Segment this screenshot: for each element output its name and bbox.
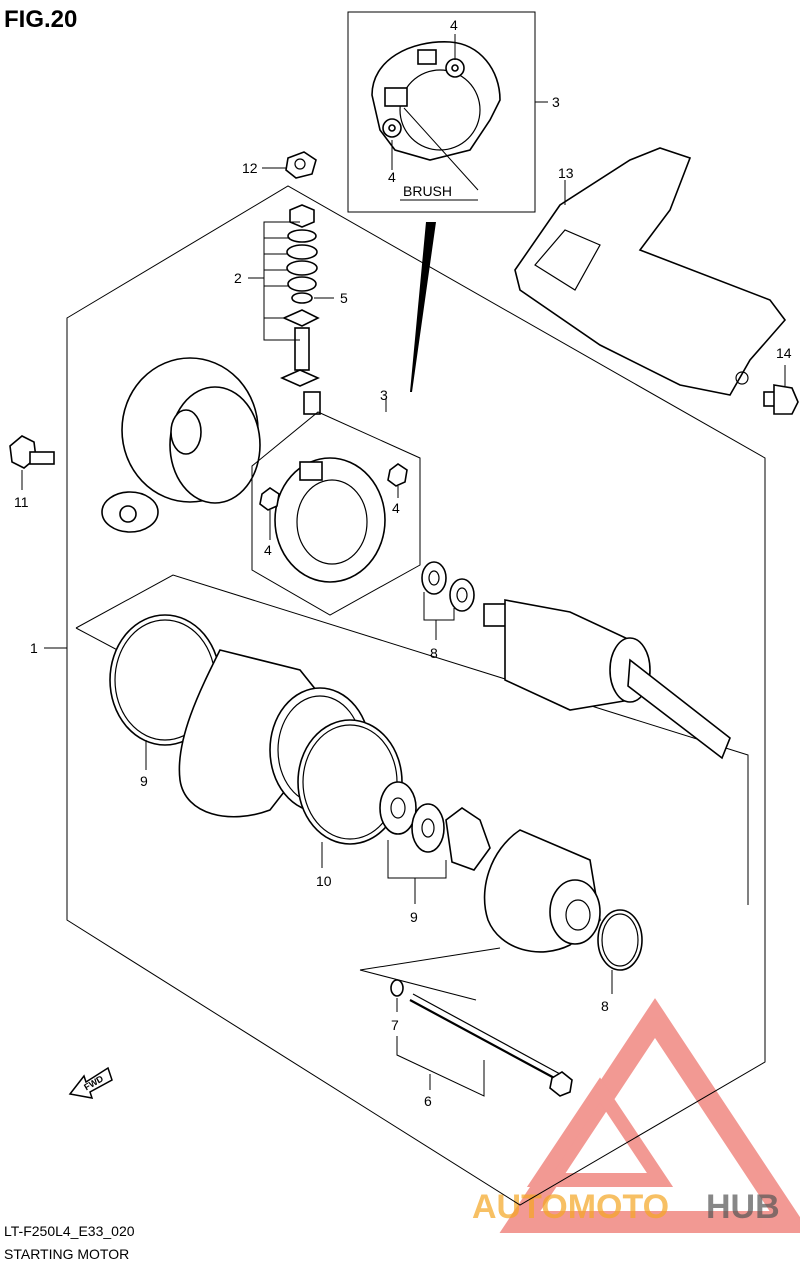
part-3-brush-holder	[274, 457, 386, 583]
callout-11: 11	[14, 494, 29, 510]
watermark-logo	[499, 998, 800, 1233]
callout-3-inset: 3	[552, 94, 560, 110]
figure-code: LT-F250L4_E33_020	[4, 1223, 135, 1239]
figure-name: STARTING MOTOR	[4, 1246, 130, 1262]
callout-3-main: 3	[380, 387, 388, 403]
callout-5: 5	[340, 290, 348, 306]
brush-label: BRUSH	[403, 183, 452, 199]
part-14-bolt	[763, 384, 799, 415]
callout-12: 12	[242, 160, 258, 176]
callout-13: 13	[558, 165, 574, 181]
housing-group-outline	[75, 574, 749, 905]
part-4-nut-left	[259, 487, 280, 511]
brush-inset-frame	[347, 11, 536, 213]
front-end-cover	[483, 829, 601, 953]
figure-title: FIG.20	[4, 6, 78, 33]
callout-1: 1	[30, 640, 38, 656]
part-11-bolt	[9, 435, 55, 469]
fwd-arrow-icon	[68, 1066, 113, 1099]
brush-holder-inset	[371, 41, 501, 161]
part-12-nut	[285, 151, 317, 179]
callout-14: 14	[776, 345, 792, 361]
callout-2: 2	[234, 270, 242, 286]
rear-end-cover	[101, 357, 261, 533]
part-8-washers-lower	[379, 781, 491, 871]
callout-6: 6	[424, 1093, 432, 1109]
callout-4-right: 4	[392, 500, 400, 516]
watermark-text-2: HUB	[706, 1188, 780, 1226]
callout-9-left: 9	[140, 773, 148, 789]
part-6-through-bolt	[409, 993, 573, 1097]
callout-4-left: 4	[264, 542, 272, 558]
brush-holder-group-outline	[251, 411, 421, 616]
callout-4-inset-top: 4	[450, 17, 458, 33]
part-4-nut-right	[387, 463, 408, 487]
callout-10: 8	[601, 998, 609, 1014]
armature	[483, 599, 731, 760]
watermark-text-1: AUTOMOTO	[472, 1188, 669, 1226]
part-8-washers-upper	[421, 561, 475, 612]
part-10-oring	[597, 909, 643, 971]
callout-9-right: 10	[316, 873, 332, 889]
part-2-terminal-stack	[280, 204, 321, 415]
callout-8-lower: 9	[410, 909, 418, 925]
callout-8-upper: 8	[430, 645, 438, 661]
callout-4-inset-bottom: 4	[388, 169, 396, 185]
assembly-outline	[66, 185, 766, 1206]
part-7-washer	[390, 979, 404, 997]
callout-7: 7	[391, 1017, 399, 1033]
inset-pointer	[410, 222, 436, 392]
part-13-cover	[514, 147, 787, 396]
